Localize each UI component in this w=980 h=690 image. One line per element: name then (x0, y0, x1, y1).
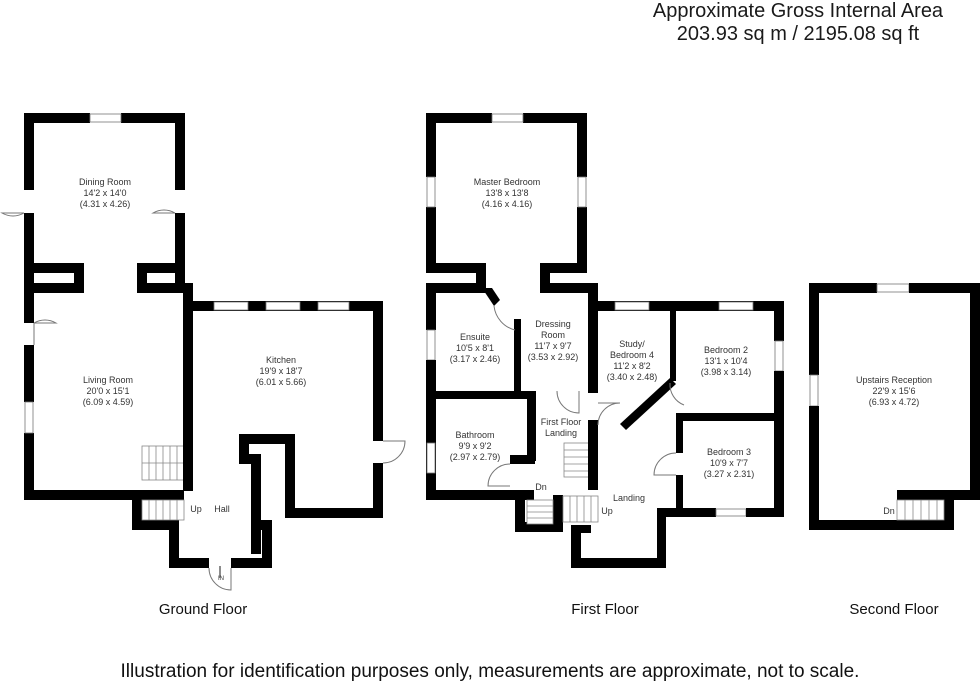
room-label-metric: (3.17 x 2.46) (450, 354, 501, 364)
living-room-walls (24, 283, 193, 500)
room-label-imperial: 20'0 x 15'1 (87, 386, 130, 396)
ensuite-dressing-bathroom-walls (426, 283, 598, 532)
room-label-name: Living Room (83, 375, 133, 385)
ground-floor-plan: Dining Room 14'2 x 14'0 (4.31 x 4.26) Li… (0, 113, 406, 591)
room-label-metric: (6.09 x 4.59) (83, 397, 134, 407)
room-label-imperial: 13'1 x 10'4 (705, 356, 748, 366)
room-label-name: Ensuite (460, 332, 490, 342)
floor-label-first: First Floor (571, 601, 639, 618)
master-bedroom-walls (426, 113, 587, 293)
entrance-label: IN (218, 576, 224, 582)
room-label-name: Kitchen (266, 355, 296, 365)
first-floor-plan: Master Bedroom 13'8 x 13'8 (4.16 x 4.16)… (426, 113, 784, 568)
room-label-name: Bathroom (455, 430, 494, 440)
stairs-down-label: Dn (883, 506, 895, 516)
room-label-imperial: 14'2 x 14'0 (84, 188, 127, 198)
area-value: 203.93 sq m / 2195.08 sq ft (676, 23, 920, 45)
floor-label-ground: Ground Floor (158, 601, 248, 618)
stairs-up-label: Up (190, 504, 202, 514)
room-label-name: Dining Room (79, 177, 131, 187)
gross-internal-area: Approximate Gross Internal Area 203.93 s… (628, 0, 968, 46)
floor-label-second: Second Floor (849, 601, 939, 618)
second-floor-plan: Upstairs Reception 22'9 x 15'6 (6.93 x 4… (809, 283, 980, 530)
disclaimer-text: Illustration for identification purposes… (120, 661, 860, 682)
stairs-up-label: Up (601, 506, 613, 516)
room-label-name-line2: Bedroom 4 (610, 350, 654, 360)
room-label-imperial: 13'8 x 13'8 (486, 188, 529, 198)
room-label-imperial: 10'5 x 8'1 (456, 343, 494, 353)
room-label-imperial: 10'9 x 7'7 (710, 458, 748, 468)
room-label-metric: (3.40 x 2.48) (607, 372, 658, 382)
room-label-imperial: 11'2 x 8'2 (613, 361, 650, 371)
room-label-metric: (6.01 x 5.66) (256, 377, 307, 387)
room-label-name: Bedroom 3 (707, 447, 751, 457)
dining-room-walls (0, 113, 185, 285)
room-label-metric: (4.16 x 4.16) (482, 199, 533, 209)
room-label-name: Hall (214, 504, 230, 514)
stairs-down-label: Dn (535, 482, 547, 492)
room-label-name-line2: Room (541, 330, 565, 340)
bedrooms-landing-walls (562, 301, 784, 568)
room-label-name-line2: Landing (545, 428, 577, 438)
room-label-name-line1: First Floor (541, 417, 582, 427)
area-title-label: Approximate Gross Internal Area (652, 0, 944, 22)
room-label-name: Landing (613, 493, 645, 503)
room-label-name: Upstairs Reception (856, 375, 932, 385)
room-label-metric: (6.93 x 4.72) (869, 397, 920, 407)
room-label-imperial: 19'9 x 18'7 (260, 366, 303, 376)
room-label-name: Master Bedroom (474, 177, 541, 187)
room-label-metric: (3.53 x 2.92) (528, 352, 579, 362)
room-label-metric: (4.31 x 4.26) (80, 199, 131, 209)
room-label-metric: (3.27 x 2.31) (704, 469, 755, 479)
kitchen-walls (183, 301, 406, 554)
room-label-metric: (2.97 x 2.79) (450, 452, 501, 462)
room-label-name-line1: Dressing (535, 319, 571, 329)
room-label-imperial: 22'9 x 15'6 (873, 386, 916, 396)
hall-walls (132, 490, 272, 591)
room-label-name-line1: Study/ (619, 339, 645, 349)
room-label-imperial: 11'7 x 9'7 (534, 341, 571, 351)
room-label-imperial: 9'9 x 9'2 (459, 441, 492, 451)
room-label-metric: (3.98 x 3.14) (701, 367, 752, 377)
room-label-name: Bedroom 2 (704, 345, 748, 355)
